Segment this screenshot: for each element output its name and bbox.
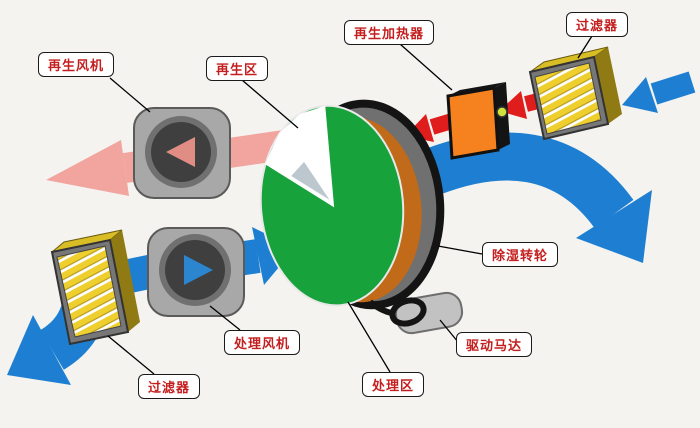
filter-top — [528, 46, 622, 141]
process-fan-flow-arrow — [184, 255, 213, 285]
inlet-arrow-head — [622, 77, 658, 113]
motor-pulley — [389, 297, 427, 327]
leader-line — [437, 245, 483, 255]
label-wheel: 除湿转轮 — [482, 242, 559, 267]
filter-bottom — [50, 229, 140, 346]
exhaust-arrow-head — [46, 140, 129, 196]
filter-bottom-pleats — [56, 245, 122, 338]
regen-zone-flow-chevron — [291, 161, 330, 200]
process-fan — [147, 227, 245, 317]
filter-top-pleats — [534, 62, 602, 135]
drive-motor — [368, 291, 464, 335]
leader-line — [107, 335, 155, 375]
leader-line — [577, 35, 593, 59]
leader-lines — [107, 35, 593, 375]
label-drive-motor: 驱动马达 — [456, 332, 533, 357]
leader-line — [209, 305, 241, 331]
regen-heater — [446, 82, 510, 160]
label-regen-zone: 再生区 — [206, 56, 269, 81]
intake-arrow-head — [7, 315, 71, 385]
label-filter-bottom: 过滤器 — [138, 374, 201, 399]
label-regen-fan: 再生风机 — [38, 52, 115, 77]
label-process-fan: 处理风机 — [224, 330, 301, 355]
heater-indicator-light — [496, 106, 508, 118]
regen-air-inlet-arrow — [622, 71, 696, 113]
leader-line — [241, 79, 299, 129]
process-air-outlet-arrow — [423, 132, 652, 263]
regen-fan — [133, 107, 231, 199]
leader-line — [347, 301, 391, 373]
regen-fan-flow-arrow — [166, 137, 195, 167]
leader-line — [439, 319, 459, 343]
desiccant-wheel — [259, 99, 445, 310]
label-regen-heater: 再生加热器 — [344, 20, 435, 45]
heater-front-face — [446, 86, 500, 160]
inlet-arrow-body — [650, 71, 696, 105]
filter-top-sideface — [594, 47, 622, 124]
label-process-zone: 处理区 — [362, 372, 425, 397]
leader-line — [109, 77, 151, 113]
filter-bottom-sideface — [110, 230, 140, 332]
leader-line — [399, 43, 453, 91]
label-filter-top: 过滤器 — [566, 12, 629, 37]
outlet-arrow-body — [423, 132, 634, 229]
outlet-arrow-head — [576, 190, 652, 263]
